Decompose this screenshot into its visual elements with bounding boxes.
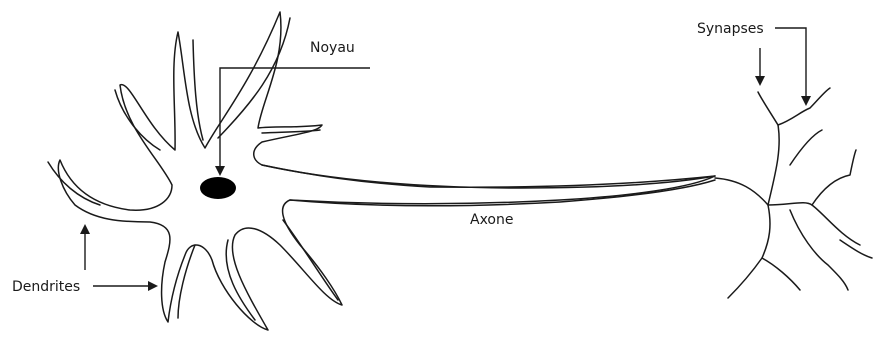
terminal-branch-lower-3 bbox=[790, 210, 848, 290]
terminal-branch-right-2 bbox=[812, 205, 860, 245]
terminal-branch-right bbox=[812, 150, 856, 205]
axon-upper-edge bbox=[262, 165, 715, 188]
cell-body-outline bbox=[58, 12, 715, 330]
neuron bbox=[48, 12, 872, 330]
synapses-pointer-right bbox=[775, 28, 806, 98]
dendrite-right bbox=[262, 130, 320, 133]
terminal-branch-upper-2 bbox=[778, 88, 830, 125]
nucleus-arrowhead bbox=[215, 166, 225, 176]
terminal-branch-main bbox=[715, 178, 812, 205]
labels: Noyau Synapses Axone Dendrites bbox=[12, 21, 764, 295]
terminal-branch-mid bbox=[790, 130, 822, 165]
dendrite-bottom-right bbox=[283, 220, 338, 300]
terminal-branch-lower-2 bbox=[762, 258, 800, 290]
nucleus-pointer-line bbox=[220, 68, 370, 168]
dendrite-top-left bbox=[115, 90, 160, 150]
nucleus-label: Noyau bbox=[310, 40, 355, 56]
synapses-label: Synapses bbox=[697, 21, 764, 37]
pointers bbox=[80, 28, 811, 291]
dendrites-arrowhead-up bbox=[80, 224, 90, 234]
dendrite-top-right bbox=[218, 18, 290, 138]
terminal-branch-lower bbox=[728, 205, 770, 298]
dendrites-arrowhead-right bbox=[148, 281, 158, 291]
dendrite-bottom-left bbox=[178, 245, 195, 318]
dendrites-label: Dendrites bbox=[12, 279, 80, 295]
synapses-arrowhead-right bbox=[801, 96, 811, 106]
terminal-branch-upper bbox=[758, 92, 779, 205]
nucleus bbox=[200, 177, 236, 199]
axon-label: Axone bbox=[470, 212, 513, 228]
synapses-arrowhead-left bbox=[755, 76, 765, 86]
